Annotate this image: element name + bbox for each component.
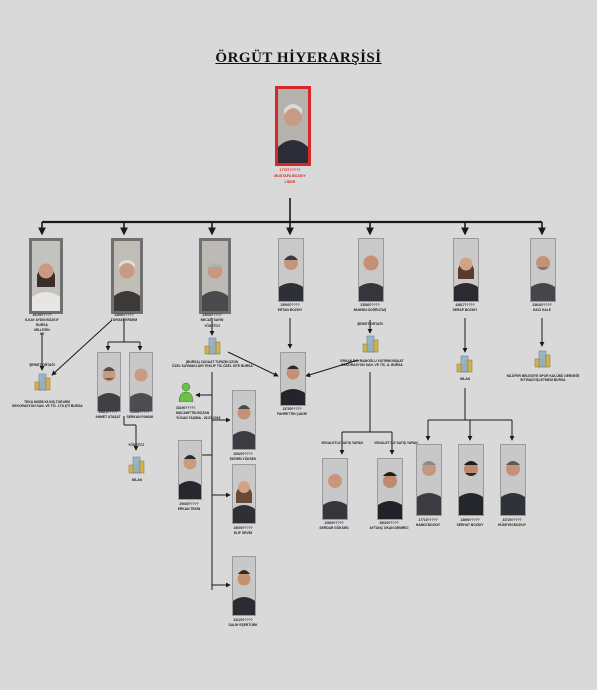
green-person-note: YÜCAN TAŞIMA - 26.03.2018	[176, 416, 221, 420]
turgay-sub-id-ahmet: 19810?????	[98, 410, 118, 414]
proxy-right-tag: VEKALET İLE SATIŞ YAPAN	[374, 441, 418, 445]
company-center-name: (BURSA) ZAGAAT TURIZM OZON ÖZEL KAYMAKLA…	[172, 360, 253, 369]
level1-id-necati: 23530?????	[202, 313, 222, 317]
company-left-tag: ŞİRKET ORTAĞI	[29, 363, 55, 367]
center-name-elif: ELİF SEVİM	[233, 531, 253, 535]
turgay-sub-photo-serkan	[129, 352, 153, 412]
center-photo-salih	[232, 556, 256, 616]
hub-person-name: FAHRETTİN ÇAKIR	[277, 412, 307, 416]
proxy-left-name: SERDAR GÖKSEN	[319, 526, 349, 530]
level1-tag-muhsin: ŞİRKET ORTAĞI	[357, 322, 383, 326]
company-left-name: TEKA MOBİLYA İNŞ.TUR.MİM DEKORASYON SAN.…	[12, 400, 83, 409]
turgay-sub-name-ahmet: AHMET ATAŞAT	[95, 415, 121, 419]
serap-sub-photo-hamdi	[416, 444, 442, 516]
level1-photo-necati	[199, 238, 231, 314]
company-right-icon	[362, 335, 379, 353]
level1-note-ilkay: MİLLİYEN Mİ	[34, 328, 50, 337]
company-bottom-left-icon	[128, 456, 145, 474]
level1-id-serap: 44617?????	[455, 303, 475, 307]
green-person-name: MUCAHİTTİN BOZAN	[176, 411, 210, 415]
turgay-sub-id-serkan: 22590?????	[130, 410, 150, 414]
center-photo-ekrem	[232, 390, 256, 450]
level1-name-necati: NECATİ SAYIN	[200, 318, 224, 322]
level1-id-ertan: 15900?????	[280, 303, 300, 307]
level1-id-haci: 23640?????	[532, 303, 552, 307]
serap-sub-photo-serhat	[458, 444, 484, 516]
level1-sub-ilkay: BURSA	[36, 323, 48, 327]
serap-sub-photo-huseyin	[500, 444, 526, 516]
level1-photo-ilkay	[29, 238, 63, 314]
company-bottom-right-name: NİLAN	[459, 377, 471, 381]
level1-photo-haci	[530, 238, 556, 302]
level1-id-turgay: 24590?????	[114, 313, 134, 317]
company-bottom-left-tag: YÖNETİCİ	[128, 443, 144, 447]
leader-photo	[275, 86, 311, 166]
company-bottom-right-icon	[456, 355, 473, 373]
level1-tag-necati: YÖNETİCİ	[204, 324, 220, 328]
level1-name-ilkay: İLKAY AYDIN BOZKIY	[25, 318, 59, 322]
company-far-right-name: NİLÜFER BELEDİYE SPOR KULÜBÜ DERNEĞİ İKT…	[506, 374, 580, 383]
turgay-sub-name-serkan: SERKAN PAMUK	[126, 415, 154, 419]
proxy-right-name: AYTUNÇ OKAN DEMİRCİ	[369, 526, 409, 530]
center-id-ekrem: 20520?????	[233, 452, 253, 456]
leader-id: 17707?????	[279, 168, 301, 172]
level1-name-muhsin: MUHSİN DOĞRUTAŞ	[353, 308, 387, 312]
center-id-salih: 33120?????	[233, 618, 253, 622]
green-person-id: 33190?????	[176, 406, 196, 410]
proxy-left-tag: VEKALETLE SATIŞ YAPAN	[321, 441, 363, 445]
proxy-right-id: 35020?????	[379, 521, 399, 525]
serap-sub-id-hamdi: 17710?????	[418, 518, 438, 522]
leader-name: MUSTAFA BOZKIY	[274, 174, 306, 178]
serap-sub-name-serhat: SERHAT BOZKIY	[456, 523, 484, 527]
center-photo-elif	[232, 464, 256, 524]
serap-sub-name-huseyin: HÜSEYİN BOZKIY	[497, 523, 527, 527]
serap-sub-name-hamdi: HAMDİ BOZKIY	[415, 523, 441, 527]
company-left-icon	[34, 373, 51, 391]
proxy-left-id: 12800?????	[324, 521, 344, 525]
necati-sub-name: ERKAN TEKİN	[177, 507, 201, 511]
turgay-sub-photo-ahmet	[97, 352, 121, 412]
level1-name-haci: HACI KALE	[533, 308, 551, 312]
company-right-name: ERKAN BAYRAMOĞLU YATIRIM İNŞAAT DEKORASY…	[340, 359, 404, 368]
serap-sub-id-serhat: 13690?????	[460, 518, 480, 522]
level1-photo-muhsin	[358, 238, 384, 302]
level1-id-ilkay: 15190?????	[32, 313, 52, 317]
level1-name-ertan: ERTAN BOZKIY	[277, 308, 303, 312]
necati-sub-id: 29030?????	[179, 502, 199, 506]
necati-sub-photo	[178, 440, 202, 500]
center-name-salih: SALİH EŞERTÜRK	[228, 623, 258, 627]
proxy-right-photo	[377, 458, 403, 520]
proxy-left-photo	[322, 458, 348, 520]
serap-sub-id-huseyin: 23720?????	[502, 518, 522, 522]
company-bottom-left-name: NİLAN	[131, 478, 143, 482]
company-center-icon	[204, 337, 221, 355]
hub-person-id: 13750?????	[282, 407, 302, 411]
chart-title: ÖRGÜT HİYERARŞİSİ	[215, 50, 382, 66]
level1-photo-ertan	[278, 238, 304, 302]
level1-name-serap: SERAP BOZKIY	[452, 308, 478, 312]
green-person-icon	[178, 382, 194, 402]
center-name-ekrem: EKREM YÜKSEK	[229, 457, 257, 461]
level1-photo-turgay	[111, 238, 143, 314]
level1-photo-serap	[453, 238, 479, 302]
level1-name-turgay: TURGAY ERDEM	[110, 318, 138, 322]
level1-id-muhsin: 23580?????	[360, 303, 380, 307]
leader-role: LİDER	[284, 180, 296, 184]
hub-person-photo	[280, 352, 306, 406]
company-far-right-icon	[534, 350, 551, 368]
center-id-elif: 15000?????	[233, 526, 253, 530]
